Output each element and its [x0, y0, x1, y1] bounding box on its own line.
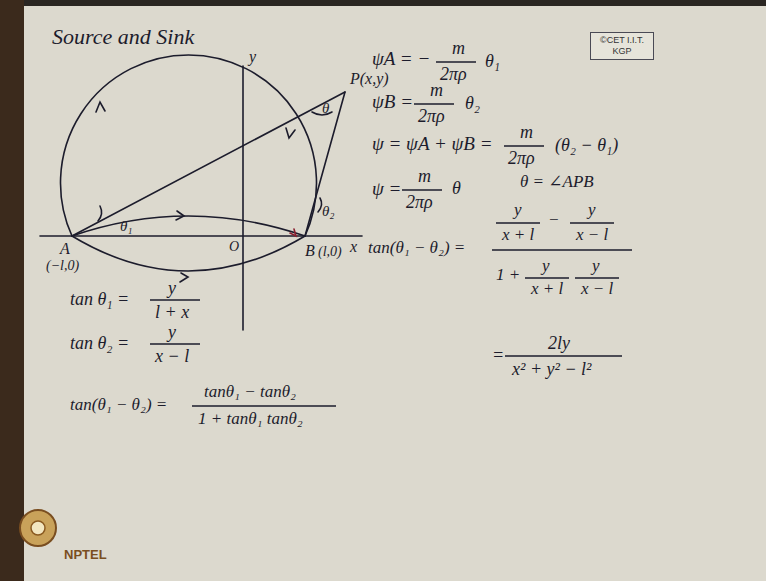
point-label: A	[60, 240, 70, 258]
equation-term: θ₁	[485, 51, 500, 72]
board-edge	[0, 0, 24, 581]
denominator: 2πρ	[508, 148, 535, 169]
angle-label: θ	[322, 100, 329, 117]
note: θ = ∠APB	[520, 172, 594, 192]
equation-term: tan θ₂ =	[70, 333, 129, 354]
equation-term: θ	[452, 178, 461, 199]
numerator: y	[588, 200, 596, 220]
denominator: x − l	[576, 225, 608, 245]
equation-term: (θ₂ − θ₁)	[555, 135, 618, 156]
numerator: tanθ₁ − tanθ₂	[204, 382, 296, 402]
numerator: m	[418, 166, 431, 187]
coordinate-label: (l,0)	[318, 244, 342, 260]
operator: =	[492, 345, 504, 366]
denominator: x + l	[531, 279, 563, 299]
board-edge	[24, 0, 766, 6]
numerator: y	[168, 278, 176, 299]
equation-term: tan(θ₁ − θ₂) =	[368, 238, 465, 258]
operator: −	[548, 210, 559, 230]
denominator: 2πρ	[406, 192, 433, 213]
denominator: x − l	[581, 279, 613, 299]
numerator: y	[592, 256, 600, 276]
denominator: 2πρ	[440, 64, 467, 85]
coordinate-label: (−l,0)	[46, 258, 79, 274]
angle-label: θ₂	[322, 203, 335, 220]
equation-term: 1 +	[496, 265, 520, 285]
logo-text: NPTEL	[64, 548, 107, 563]
credit-box: ©CET I.I.T. KGP	[590, 32, 654, 60]
equation-term: ψA = −	[372, 48, 430, 70]
equation-term: ψB =	[372, 91, 413, 113]
denominator: l + x	[155, 302, 189, 323]
fraction-bars	[150, 62, 632, 406]
numerator: y	[168, 322, 176, 343]
equation-term: tan θ₁ =	[70, 289, 129, 310]
point-label: B	[305, 242, 315, 260]
credit-text: ©CET I.I.T. KGP	[595, 35, 649, 57]
equation-term: ψ = ψA + ψB =	[372, 133, 493, 155]
denominator: 1 + tanθ₁ tanθ₂	[198, 409, 303, 429]
denominator: x − l	[155, 346, 189, 367]
equation-term: ψ =	[372, 178, 401, 200]
point-label: P(x,y)	[350, 70, 389, 88]
denominator: x + l	[502, 225, 534, 245]
numerator: m	[452, 38, 465, 59]
page-title: Source and Sink	[52, 24, 194, 50]
denominator: 2πρ	[418, 106, 445, 127]
nptel-emblem	[20, 510, 56, 546]
numerator: m	[520, 122, 533, 143]
axis-label: y	[249, 48, 256, 66]
angle-label: θ₁	[120, 218, 133, 235]
flow-sketch	[40, 55, 362, 330]
origin-label: O	[229, 239, 239, 255]
equation-term: tan(θ₁ − θ₂) =	[70, 395, 167, 415]
numerator: m	[430, 80, 443, 101]
denominator: x² + y² − l²	[512, 359, 591, 380]
numerator: y	[542, 256, 550, 276]
numerator: y	[514, 200, 522, 220]
equation-term: θ₂	[465, 93, 480, 114]
numerator: 2ly	[548, 333, 570, 354]
axis-label: x	[350, 238, 357, 256]
